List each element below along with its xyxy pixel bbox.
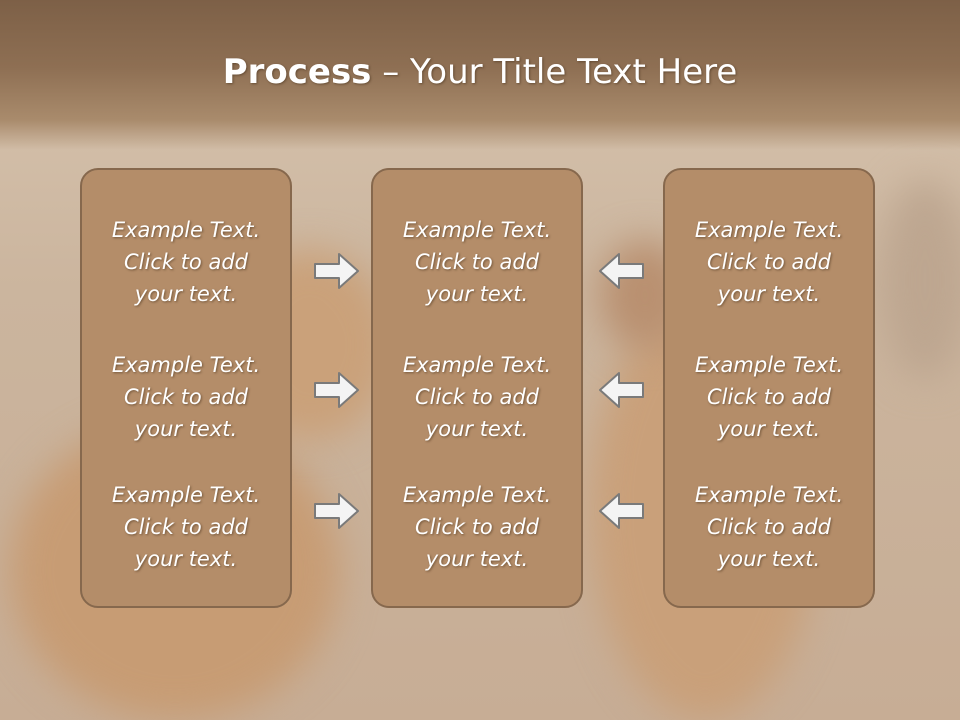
text-line: your text. <box>425 282 529 306</box>
text-line: your text. <box>134 547 238 571</box>
text-placeholder[interactable]: Example Text. Click to add your text. <box>665 479 873 575</box>
text-line: your text. <box>717 547 821 571</box>
text-placeholder[interactable]: Example Text. Click to add your text. <box>373 479 581 575</box>
text-line: Example Text. <box>111 483 261 507</box>
text-line: Example Text. <box>111 353 261 377</box>
text-line: Click to add <box>706 250 831 274</box>
text-line: your text. <box>134 417 238 441</box>
text-line: your text. <box>134 282 238 306</box>
title-bold: Process <box>222 52 372 92</box>
text-line: your text. <box>717 282 821 306</box>
text-placeholder[interactable]: Example Text. Click to add your text. <box>665 349 873 445</box>
text-line: Example Text. <box>694 218 844 242</box>
text-placeholder[interactable]: Example Text. Click to add your text. <box>373 214 581 310</box>
arrow-left-icon <box>599 493 644 529</box>
right-panel[interactable]: Example Text. Click to add your text. Ex… <box>663 168 875 608</box>
text-line: Click to add <box>414 515 539 539</box>
text-line: Example Text. <box>402 218 552 242</box>
text-line: Example Text. <box>694 483 844 507</box>
text-line: Example Text. <box>402 483 552 507</box>
title-text: – Your Title Text Here <box>371 52 738 92</box>
text-placeholder[interactable]: Example Text. Click to add your text. <box>82 349 290 445</box>
arrow-left-icon <box>599 253 644 289</box>
arrow-right-icon <box>314 253 359 289</box>
text-placeholder[interactable]: Example Text. Click to add your text. <box>665 214 873 310</box>
text-line: Click to add <box>414 385 539 409</box>
text-line: Click to add <box>123 250 248 274</box>
text-line: Example Text. <box>111 218 261 242</box>
text-placeholder[interactable]: Example Text. Click to add your text. <box>82 214 290 310</box>
arrow-right-icon <box>314 372 359 408</box>
left-panel[interactable]: Example Text. Click to add your text. Ex… <box>80 168 292 608</box>
text-line: Click to add <box>123 515 248 539</box>
text-line: your text. <box>425 547 529 571</box>
text-line: Example Text. <box>694 353 844 377</box>
arrow-right-icon <box>314 493 359 529</box>
text-placeholder[interactable]: Example Text. Click to add your text. <box>82 479 290 575</box>
text-line: Example Text. <box>402 353 552 377</box>
text-line: your text. <box>425 417 529 441</box>
text-line: Click to add <box>706 515 831 539</box>
text-line: Click to add <box>414 250 539 274</box>
text-line: Click to add <box>123 385 248 409</box>
text-line: Click to add <box>706 385 831 409</box>
text-placeholder[interactable]: Example Text. Click to add your text. <box>373 349 581 445</box>
slide-title[interactable]: Process – Your Title Text Here <box>0 52 960 92</box>
middle-panel[interactable]: Example Text. Click to add your text. Ex… <box>371 168 583 608</box>
title-bar <box>0 0 960 150</box>
text-line: your text. <box>717 417 821 441</box>
arrow-left-icon <box>599 372 644 408</box>
